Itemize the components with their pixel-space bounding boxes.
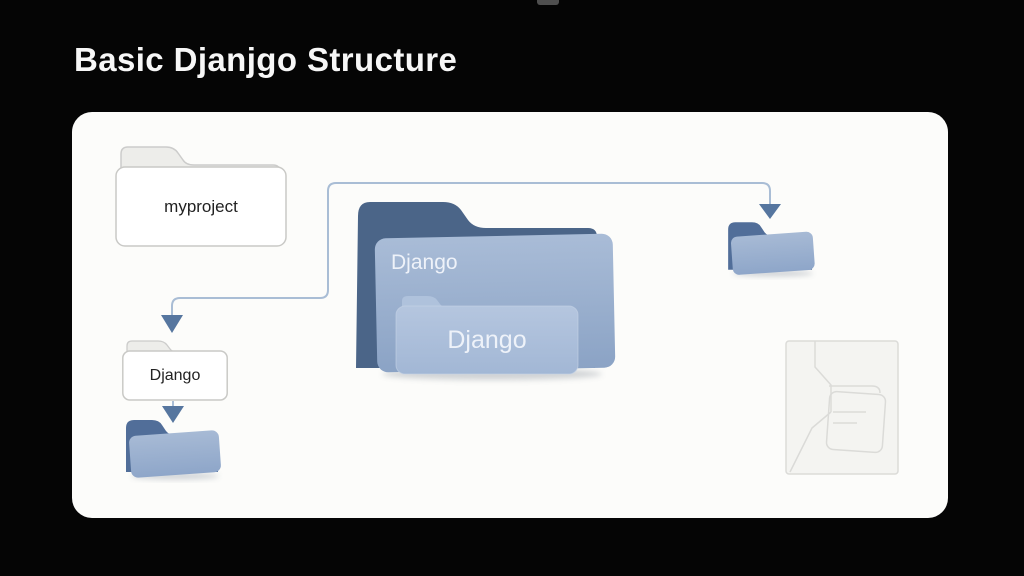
- connector-lines: [161, 182, 781, 423]
- myproject-folder-icon: [115, 146, 287, 247]
- django-package-label: Django: [391, 251, 458, 274]
- django-package-folder-icon: [356, 202, 616, 380]
- diagram-panel: myproject Django Django Django: [72, 112, 948, 518]
- django-app-label: Django: [149, 367, 201, 384]
- inner-folder-body: [395, 305, 579, 375]
- folder-front: [730, 231, 815, 275]
- slide-title: Basic Djanjgo Structure: [74, 41, 458, 78]
- elbow-connector-path: [171, 182, 771, 316]
- arrowhead-to-django-app: [161, 315, 183, 333]
- bottom-left-blue-folder-icon: [126, 420, 221, 480]
- arrowhead-to-top-right-folder: [759, 204, 781, 219]
- document-sketch-icon: [785, 340, 899, 475]
- folder-front: [129, 430, 221, 478]
- inner-folder-tab: [402, 296, 447, 307]
- folder-body: [122, 350, 228, 401]
- myproject-folder-label: myproject: [164, 197, 238, 216]
- arrowhead-to-bottom-left-folder: [162, 406, 184, 423]
- django-nested-label: Django: [447, 326, 527, 354]
- top-right-blue-folder-icon: [728, 222, 815, 277]
- folder-body: [115, 166, 287, 247]
- top-edge-artifact: [537, 0, 559, 5]
- django-app-folder-icon: [122, 340, 228, 401]
